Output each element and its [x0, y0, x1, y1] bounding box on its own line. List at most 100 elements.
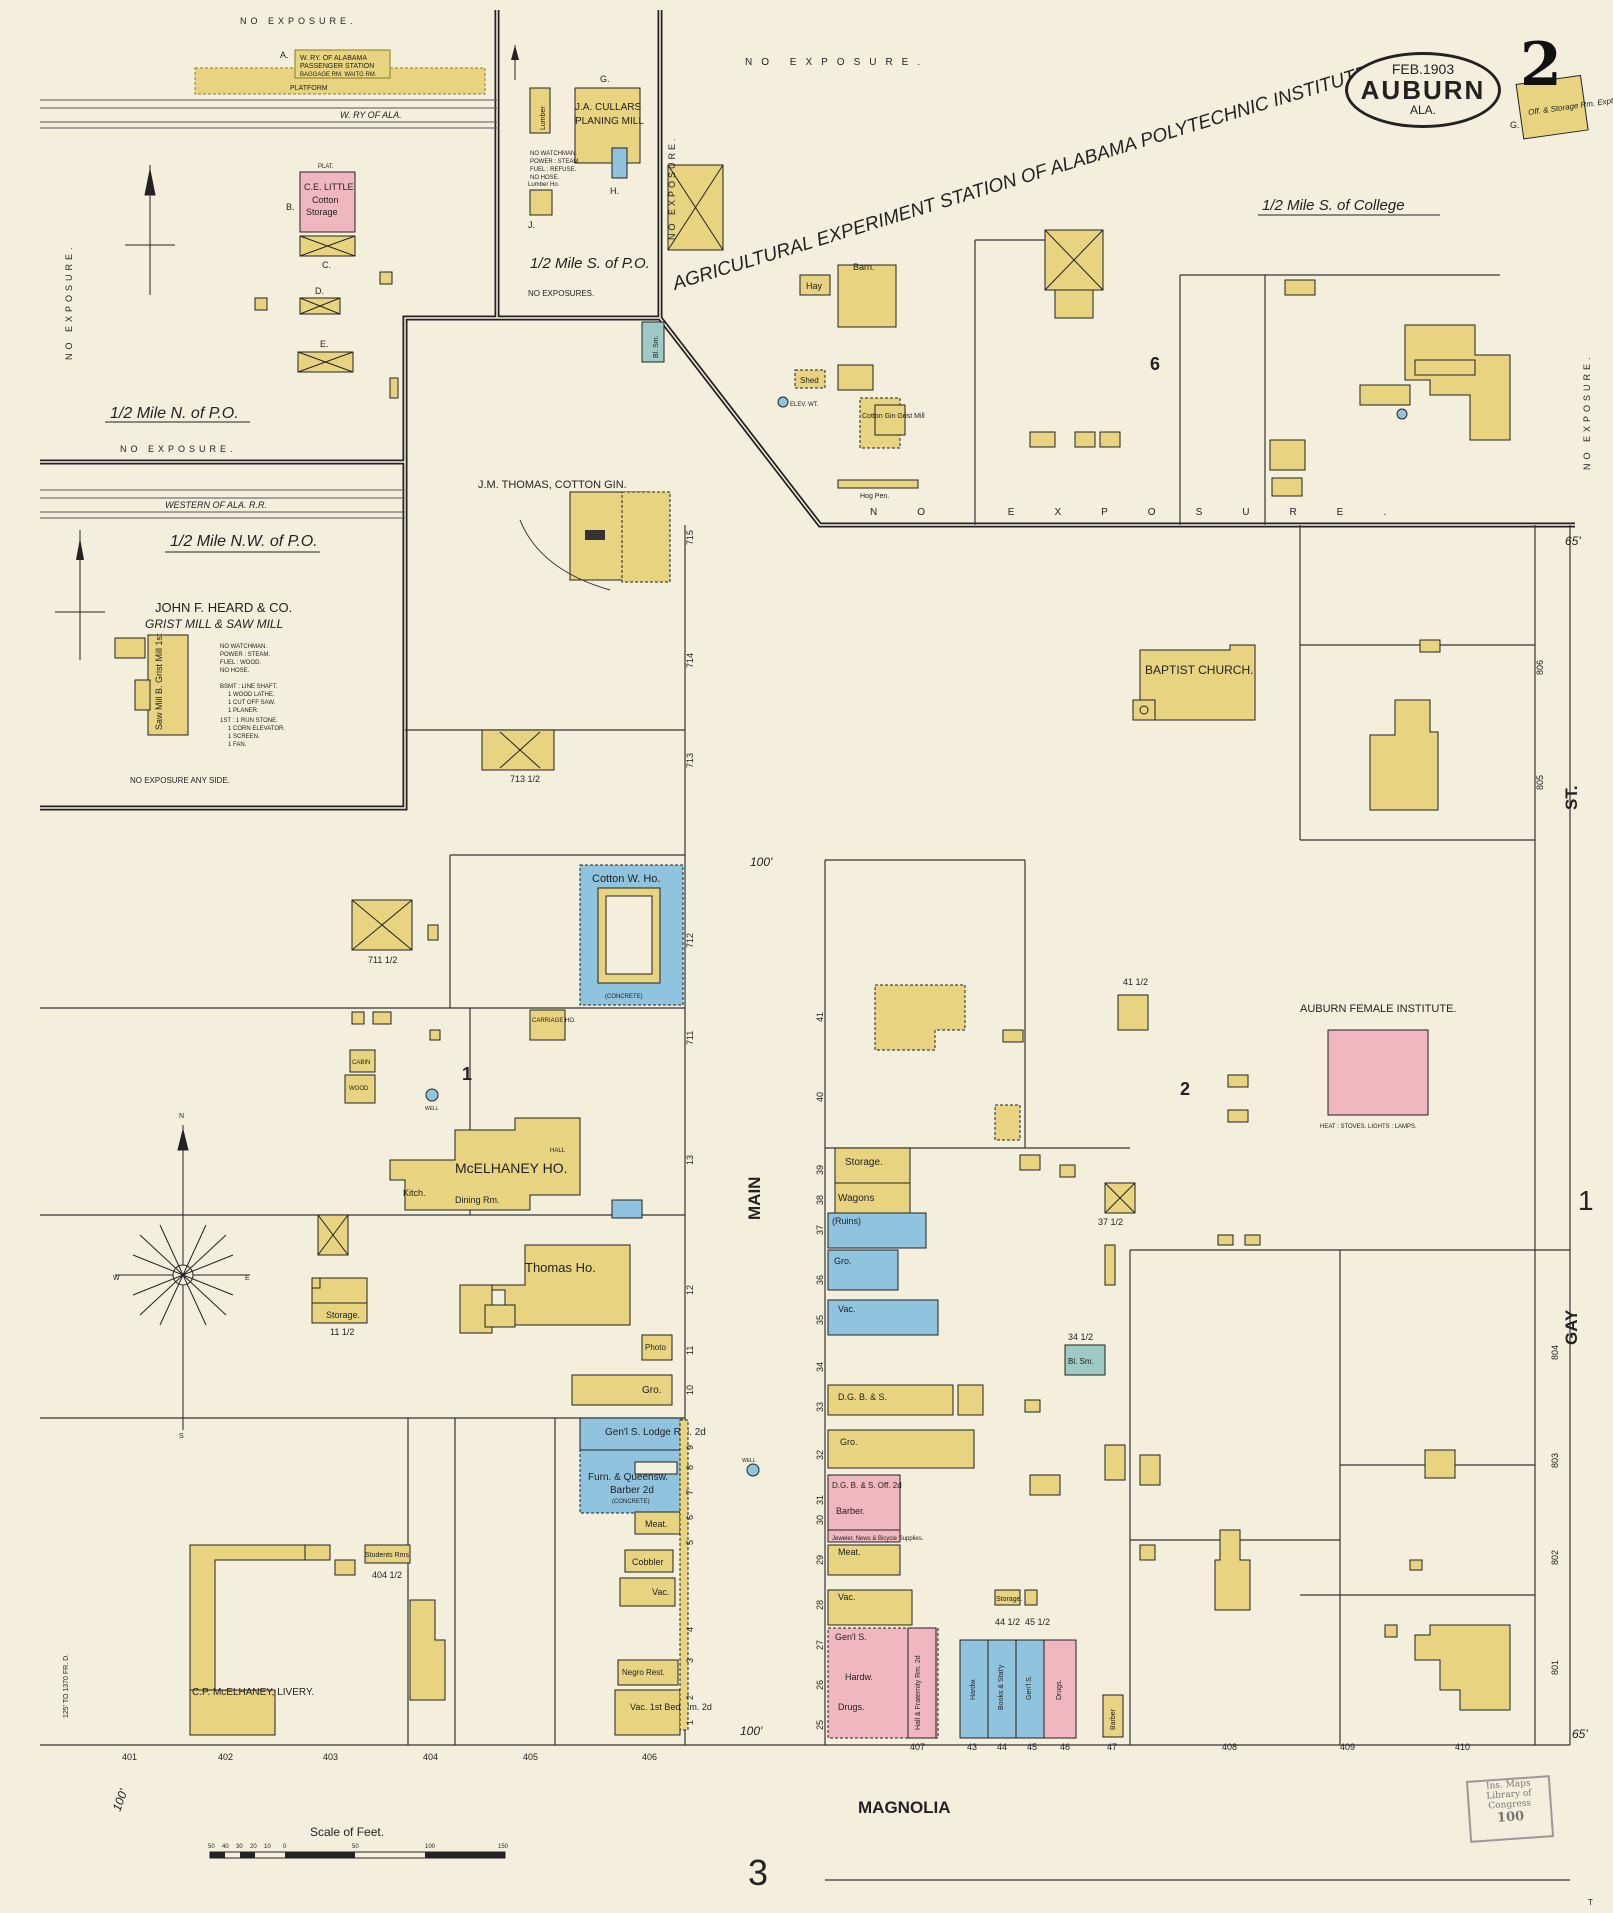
cullars-letter-h: H.	[610, 186, 619, 196]
scale-tick-50b: 50	[352, 1844, 359, 1850]
lot-410: 410	[1455, 1742, 1470, 1752]
lot-36: 36	[815, 1275, 825, 1285]
title-city: AUBURN	[1360, 75, 1486, 105]
heard-equip-3: 1 CUT OFF SAW.	[228, 700, 276, 706]
lot-41: 41	[815, 1012, 825, 1022]
lot-402: 402	[218, 1752, 233, 1762]
little-name: C.E. LITTLE	[304, 182, 354, 192]
lot-404-half: 404 1/2	[372, 1570, 402, 1580]
lot-3: 3	[685, 1658, 695, 1663]
heard-note-2: POWER : STEAM.	[220, 652, 270, 658]
compass-s: S	[179, 1433, 184, 1440]
wry-name: W. RY. OF ALABAMA	[300, 55, 367, 62]
lot-715: 715	[685, 530, 695, 545]
lot-1: 1	[685, 1720, 695, 1725]
cullars-note-3: FUEL : REFUSE.	[530, 167, 576, 173]
street-main: MAIN	[745, 1177, 764, 1220]
block-1: 1	[462, 1064, 472, 1084]
jeweler: Jeweler, News & Bicycle Supplies.	[832, 1536, 924, 1542]
wood-label: WOOD	[349, 1086, 369, 1092]
little-letter-c: C.	[322, 260, 331, 270]
lot-numbers-west: 715 714 713 712 711 13 12 11 10 9 8 7 6 …	[685, 530, 695, 1725]
wry-letter: A.	[280, 50, 289, 60]
hall-label: HALL	[550, 1148, 566, 1154]
lot-35: 35	[815, 1315, 825, 1325]
baptist-church: BAPTIST CHURCH.	[1132, 644, 1256, 721]
heard-name: JOHN F. HEARD & CO.	[155, 600, 292, 615]
vac-concrete: Vac.	[838, 1304, 855, 1314]
meat-east: Meat.	[838, 1547, 861, 1557]
lot-45: 45	[1027, 1742, 1037, 1752]
scale-tick-20: 20	[250, 1844, 257, 1850]
library-stamp: Ins. Maps Library of Congress 100	[1465, 1775, 1555, 1843]
lot-11: 11	[685, 1346, 695, 1355]
railroad-label-western: WESTERN OF ALA. R.R.	[165, 500, 267, 510]
title-date: FEB.1903	[1391, 61, 1455, 77]
heard-no-exp: NO EXPOSURE ANY SIDE.	[130, 776, 230, 785]
heard-equip-1: BSMT : LINE SHAFT.	[220, 684, 278, 690]
experiment-hay: Hay	[806, 281, 823, 291]
lot-numbers-gay: 806 805 804 803 802 801	[1535, 660, 1560, 1675]
lot-47: 47	[1107, 1742, 1117, 1752]
thomas-house: Thomas Ho.	[459, 1244, 631, 1334]
storage-east: Storage.	[845, 1157, 883, 1168]
thomas-ho-name: Thomas Ho.	[525, 1260, 596, 1275]
gents-lodge: Gen'l S. Lodge Rm. 2d	[605, 1427, 706, 1438]
heard-mill: JOHN F. HEARD & CO. GRIST MILL & SAW MIL…	[55, 530, 320, 785]
cotton-wh-concrete: (CONCRETE)	[605, 994, 643, 1000]
lot-46: 46	[1060, 1742, 1070, 1752]
heard-equip-4: 1 PLANER.	[228, 708, 259, 714]
cullars-sub: PLANING MILL	[575, 116, 644, 127]
width-gay-top: 65'	[1565, 534, 1581, 548]
cullars-no-exp: NO EXPOSURES.	[528, 289, 594, 298]
vac-west: Vac.	[652, 1587, 669, 1597]
gro-east: Gro.	[840, 1437, 858, 1447]
scale-tick-40: 40	[222, 1844, 229, 1850]
lot-712: 712	[685, 933, 695, 948]
no-exposure-exp-left: NO EXPOSURE.	[667, 135, 677, 240]
heard-sub: GRIST MILL & SAW MILL	[145, 617, 283, 631]
little-letter-b: B.	[286, 202, 295, 212]
lot-30: 30	[815, 1515, 825, 1525]
drugs-v: Drugs.	[1056, 1679, 1063, 1700]
lot-403: 403	[323, 1752, 338, 1762]
bl-sm-top: Bl. Sm.	[653, 335, 660, 358]
cotton-warehouse: Cotton W. Ho. (CONCRETE)	[579, 864, 684, 1006]
dgbs-off: D.G. B. & S. Off. 2d	[832, 1481, 902, 1490]
lot-714: 714	[685, 653, 695, 668]
lot-37-half: 37 1/2	[1098, 1217, 1123, 1227]
lot-9: 9	[685, 1445, 695, 1450]
barber-2d: Barber 2d	[610, 1485, 654, 1496]
dgbs: D.G. B. & S.	[838, 1392, 887, 1402]
cullars-note-1: NO WATCHMAN.	[530, 151, 577, 157]
storage-west: Storage.	[326, 1310, 360, 1320]
lot-numbers-half: 713 1/2 711 1/2 41 1/2 37 1/2 34 1/2 44 …	[330, 774, 1148, 1627]
railroad-lines	[40, 99, 497, 519]
vac-bed: Vac. 1st Bed Rm. 2d	[630, 1702, 712, 1712]
wry-sub: PASSENGER STATION	[300, 63, 374, 70]
lot-34: 34	[815, 1362, 825, 1372]
railroad-label-wry: W. RY OF ALA.	[340, 110, 402, 120]
heard-note-3: FUEL : WOOD.	[220, 660, 261, 666]
next-sheet-number: 3	[748, 1852, 768, 1893]
lot-409: 409	[1340, 1742, 1355, 1752]
lot-8: 8	[685, 1465, 695, 1470]
lot-407: 407	[910, 1742, 925, 1752]
lot-13: 13	[685, 1155, 695, 1165]
street-magnolia: MAGNOLIA	[858, 1798, 951, 1817]
lot-802: 802	[1550, 1550, 1560, 1565]
street-gay: GAY	[1562, 1309, 1581, 1345]
experiment-hog: Hog Pen.	[860, 493, 889, 500]
cullars-mill: J.A. CULLARS PLANING MILL G. H. J. Lumbe…	[511, 45, 650, 298]
cullars-letter-g: G.	[600, 74, 610, 84]
female-inst-heat: HEAT : STOVES. LIGHTS : LAMPS.	[1320, 1124, 1417, 1130]
sheet-number: 2	[1520, 30, 1562, 100]
lot-5: 5	[685, 1540, 695, 1545]
cabin-label: CABIN	[352, 1060, 370, 1066]
lot-40: 40	[815, 1092, 825, 1102]
heard-equip-5: 1ST : 1 RUN STONE.	[220, 718, 278, 724]
title-cartouche: FEB.1903 AUBURN ALA.	[1345, 52, 1501, 128]
lot-37: 37	[815, 1225, 825, 1235]
cullars-lumber-ho: Lumber Ho.	[528, 182, 560, 188]
